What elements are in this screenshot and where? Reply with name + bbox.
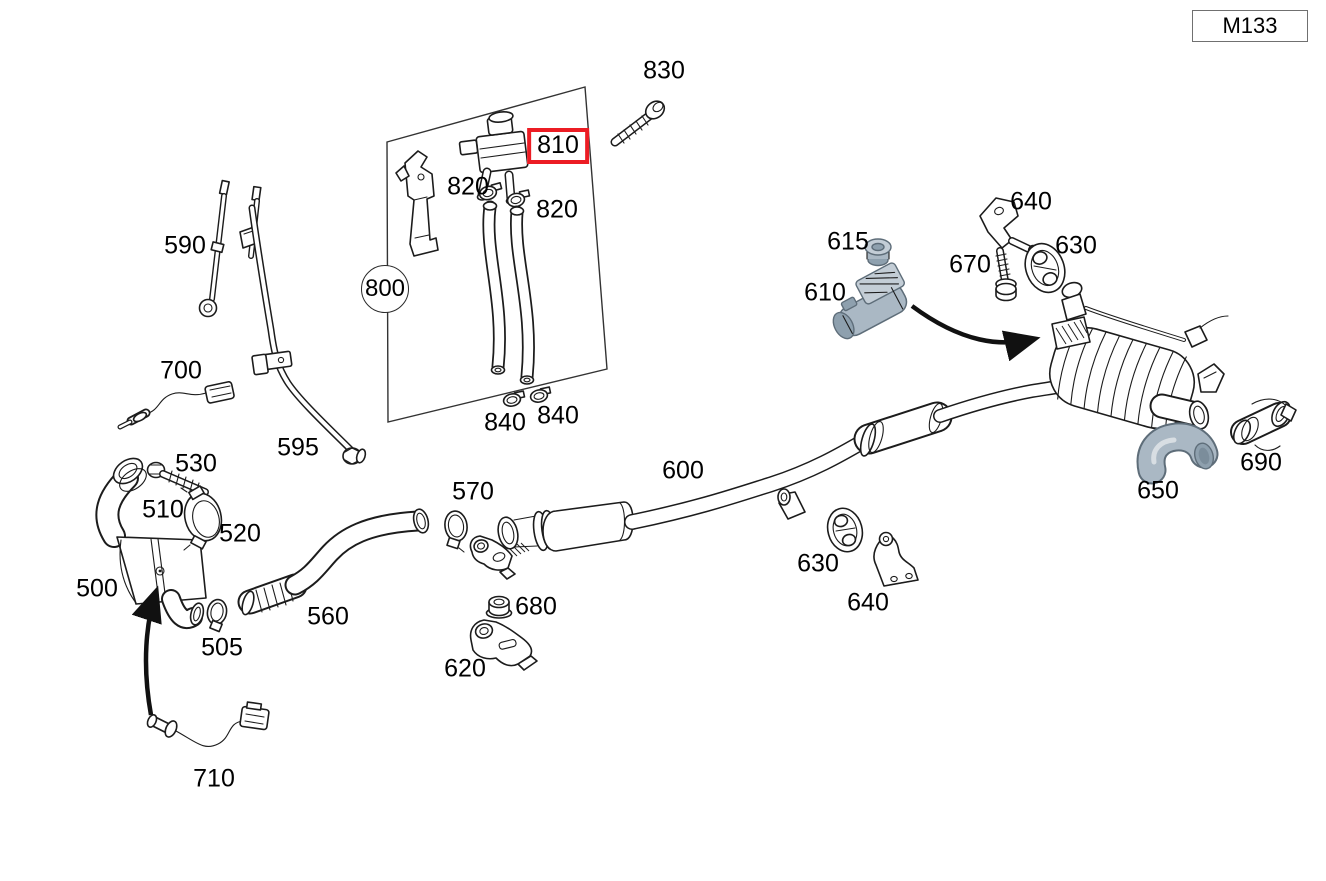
drawing-610-actuator bbox=[832, 262, 908, 340]
drawing-840-clamp-right bbox=[529, 386, 552, 403]
callout-650[interactable]: 650 bbox=[1137, 476, 1179, 505]
callout-590[interactable]: 590 bbox=[164, 231, 206, 260]
drawing-600-flange-bracket bbox=[469, 535, 530, 580]
callout-640[interactable]: 640 bbox=[1010, 187, 1052, 216]
drawing-700-oxygen-sensor bbox=[117, 381, 235, 430]
callout-520[interactable]: 520 bbox=[219, 519, 261, 548]
callout-830[interactable]: 830 bbox=[643, 56, 685, 85]
callout-800[interactable]: 800 bbox=[361, 265, 409, 313]
drawing-680-nut bbox=[485, 595, 513, 619]
drawing-505-clamp bbox=[206, 598, 228, 633]
drawing-800-bracket bbox=[395, 150, 439, 257]
callout-500[interactable]: 500 bbox=[76, 574, 118, 603]
callout-840[interactable]: 840 bbox=[484, 408, 526, 437]
drawing-830-screw bbox=[610, 100, 666, 147]
drawing-595-pipe bbox=[248, 204, 367, 465]
callout-600[interactable]: 600 bbox=[662, 456, 704, 485]
callout-710[interactable]: 710 bbox=[193, 764, 235, 793]
callout-810-selected[interactable]: 810 bbox=[527, 128, 589, 164]
callout-505[interactable]: 505 bbox=[201, 633, 243, 662]
arrow-610-to-muffler bbox=[910, 304, 1041, 362]
drawing-560-flex-pipe bbox=[237, 508, 430, 616]
callout-510[interactable]: 510 bbox=[142, 495, 184, 524]
drawing-630-mount-lower bbox=[826, 507, 864, 553]
drawing-820-clamp-right bbox=[506, 189, 531, 208]
callout-595[interactable]: 595 bbox=[277, 433, 319, 462]
drawing-710-oxygen-sensor bbox=[146, 701, 270, 748]
callout-560[interactable]: 560 bbox=[307, 602, 349, 631]
drawing-650-tail-elbow bbox=[1136, 422, 1219, 485]
drawing-670-bolt bbox=[995, 247, 1017, 302]
callout-700[interactable]: 700 bbox=[160, 356, 202, 385]
drawing-820-clamp-left bbox=[478, 182, 503, 201]
callout-620[interactable]: 620 bbox=[444, 654, 486, 683]
model-code-text: M133 bbox=[1222, 13, 1278, 38]
drawing-800-hoses bbox=[482, 200, 535, 385]
drawing-620-bracket bbox=[469, 619, 538, 671]
callout-670[interactable]: 670 bbox=[949, 250, 991, 279]
drawing-840-clamp-left bbox=[502, 390, 526, 407]
drawing-600-centre-muffler-pipe bbox=[497, 380, 1064, 552]
callout-690[interactable]: 690 bbox=[1240, 448, 1282, 477]
arrow-710-to-500 bbox=[131, 585, 162, 716]
callout-630[interactable]: 630 bbox=[1055, 231, 1097, 260]
model-code-badge: M133 bbox=[1192, 10, 1308, 42]
drawing-500-catalyst-downpipe bbox=[95, 457, 207, 630]
callout-570[interactable]: 570 bbox=[452, 477, 494, 506]
callout-640[interactable]: 640 bbox=[847, 588, 889, 617]
drawing-570-clamp bbox=[444, 510, 468, 553]
callout-530[interactable]: 530 bbox=[175, 449, 217, 478]
callout-615[interactable]: 615 bbox=[827, 227, 869, 256]
drawing-510-520-clamp bbox=[180, 485, 223, 551]
drawing-590-probes bbox=[198, 179, 262, 318]
callout-630[interactable]: 630 bbox=[797, 549, 839, 578]
callout-820[interactable]: 820 bbox=[536, 195, 578, 224]
drawing-640-bracket-lower bbox=[873, 531, 919, 587]
callout-820[interactable]: 820 bbox=[447, 172, 489, 201]
drawing-690-exhaust-flap bbox=[1230, 398, 1297, 451]
callout-840[interactable]: 840 bbox=[537, 401, 579, 430]
drawing-rear-muffler bbox=[1049, 281, 1229, 431]
drawing-615-nut bbox=[864, 238, 892, 267]
callout-680[interactable]: 680 bbox=[515, 592, 557, 621]
callout-610[interactable]: 610 bbox=[804, 278, 846, 307]
drawing-630-mount-upper bbox=[1024, 242, 1066, 294]
